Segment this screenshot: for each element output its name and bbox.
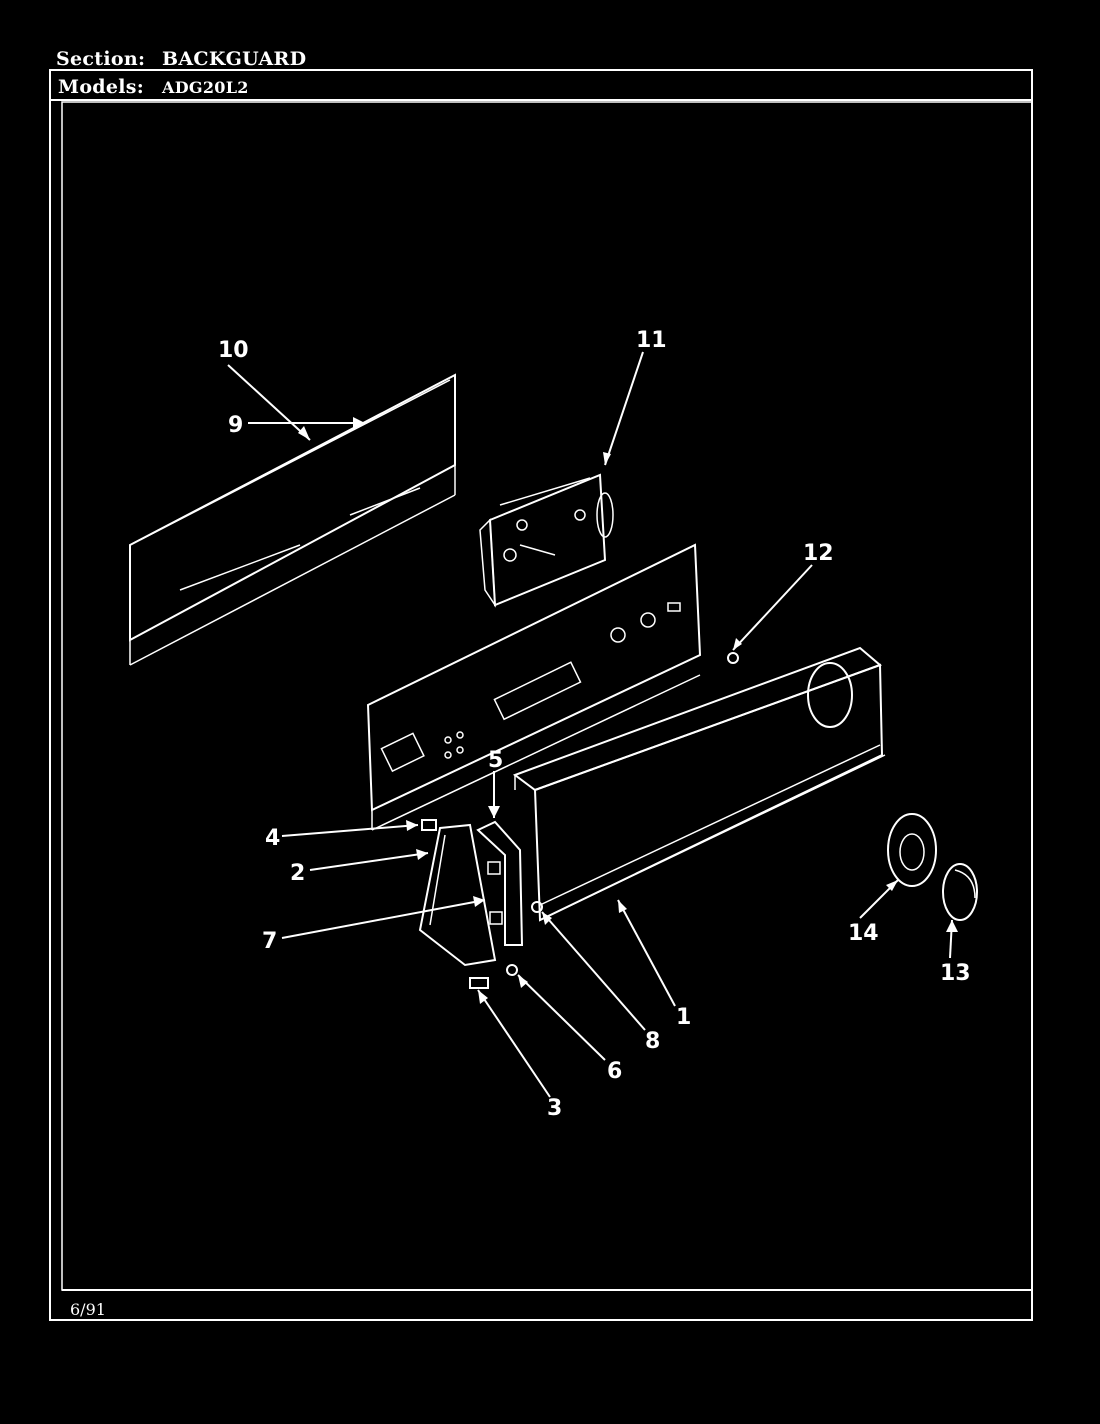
callout-2: 2 [290,861,305,886]
section-label: Section: [56,48,146,70]
part-13-knob [942,863,978,921]
part-3-clip [469,977,489,989]
part-10-rear-guard [129,373,456,666]
models-label: Models: [58,76,145,98]
part-5-trim-strip [476,820,524,946]
part-2-end-cap [418,823,497,967]
callout-13: 13 [940,961,971,986]
part-12-screw [727,652,739,664]
callout-1: 1 [676,1005,691,1030]
part-11-clock-assembly [479,473,614,608]
callout-6: 6 [607,1059,622,1084]
callout-labels: 10 11 12 9 4 2 7 5 3 6 8 1 14 13 [218,328,971,1121]
part-6-screw [506,964,518,976]
callout-10: 10 [218,338,249,363]
callout-4: 4 [265,826,280,851]
leader-lines [227,351,953,1098]
callout-7: 7 [262,929,277,954]
page-frame [49,69,1033,1321]
callout-9: 9 [228,413,243,438]
models-value: ADG20L2 [162,78,249,97]
callout-3: 3 [547,1096,562,1121]
part-9-control-panel [366,543,702,831]
part-4-clip [421,819,437,831]
part-1-front-panel [512,646,886,922]
section-value: BACKGUARD [162,48,307,70]
callout-12: 12 [803,541,834,566]
callout-8: 8 [645,1029,660,1054]
arrowheads [298,417,958,1004]
revision-date: 6/91 [70,1300,106,1319]
part-14-bezel [887,813,937,887]
callout-14: 14 [848,921,879,946]
callout-11: 11 [636,328,667,353]
part-7-clip [487,861,503,925]
part-8-screw [531,901,543,913]
callout-5: 5 [488,748,503,773]
